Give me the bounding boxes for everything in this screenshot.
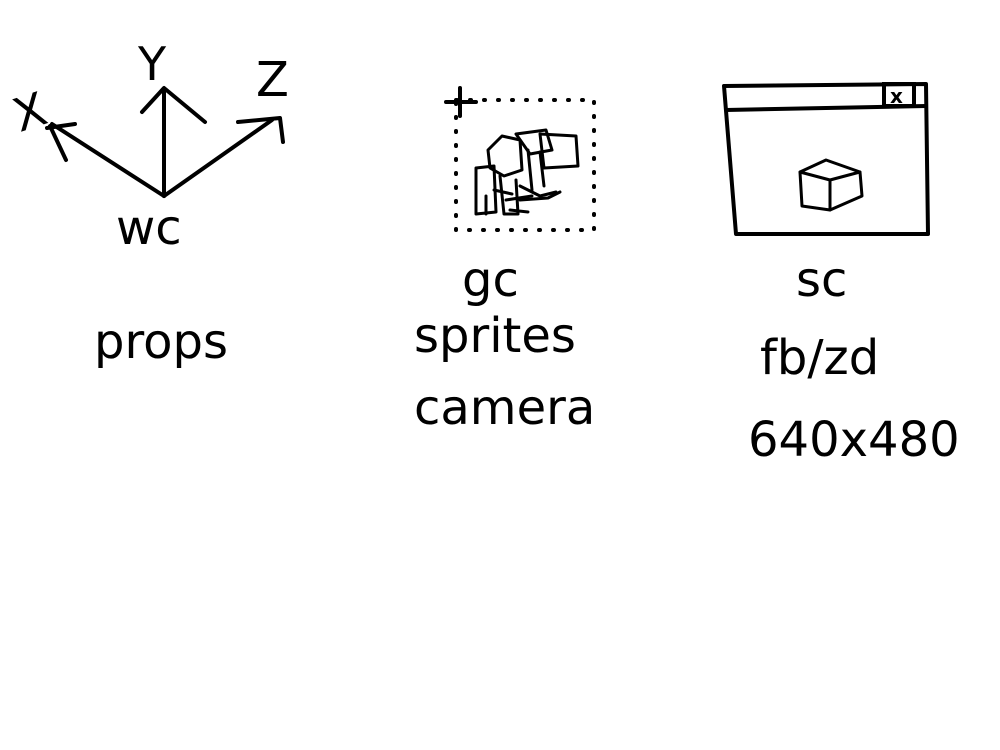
sprite-shape [484, 188, 562, 216]
close-box [882, 82, 916, 108]
game-item-sprites: sprites [414, 308, 576, 364]
sprite-shape [474, 164, 498, 216]
game-coordinates-code: gc [462, 252, 519, 308]
x-axis-line [50, 122, 166, 198]
sprite-shape [538, 132, 580, 170]
cube-icon [798, 158, 864, 212]
world-coordinates: Y X Z wc props [6, 37, 288, 370]
cube-outline [798, 158, 864, 212]
x-axis-arrowhead [45, 122, 77, 162]
coordinate-axes-icon [45, 86, 285, 198]
window-frame [722, 82, 930, 236]
y-axis-arrowhead [140, 86, 207, 124]
sprite-bounding-box [454, 98, 596, 232]
y-axis-label: Y [137, 37, 167, 91]
screen-item-fb-zd: fb/zd [760, 330, 879, 386]
screen-item-resolution: 640x480 [748, 412, 960, 468]
world-item-props: props [94, 314, 228, 370]
sprite-shape [498, 148, 558, 216]
cube-edges [798, 170, 862, 212]
sprite-bounds-icon [444, 86, 596, 232]
game-item-camera: camera [414, 380, 595, 436]
world-coordinates-code: wc [116, 200, 182, 256]
z-axis-label: Z [256, 52, 289, 108]
origin-plus-icon [444, 86, 478, 118]
game-coordinates: gc sprites camera [414, 86, 596, 436]
close-glyph: x [890, 84, 903, 108]
sprite-shape [486, 134, 524, 178]
z-axis-arrowhead [236, 116, 285, 144]
window-icon: x [722, 82, 930, 236]
sprite-shape [514, 128, 554, 156]
x-axis-label: X [6, 82, 53, 143]
screen-coordinates: x sc fb/zd 640x480 [722, 82, 960, 468]
close-icon: x [882, 82, 916, 108]
z-axis-line [162, 118, 274, 198]
screen-coordinates-code: sc [796, 252, 847, 308]
